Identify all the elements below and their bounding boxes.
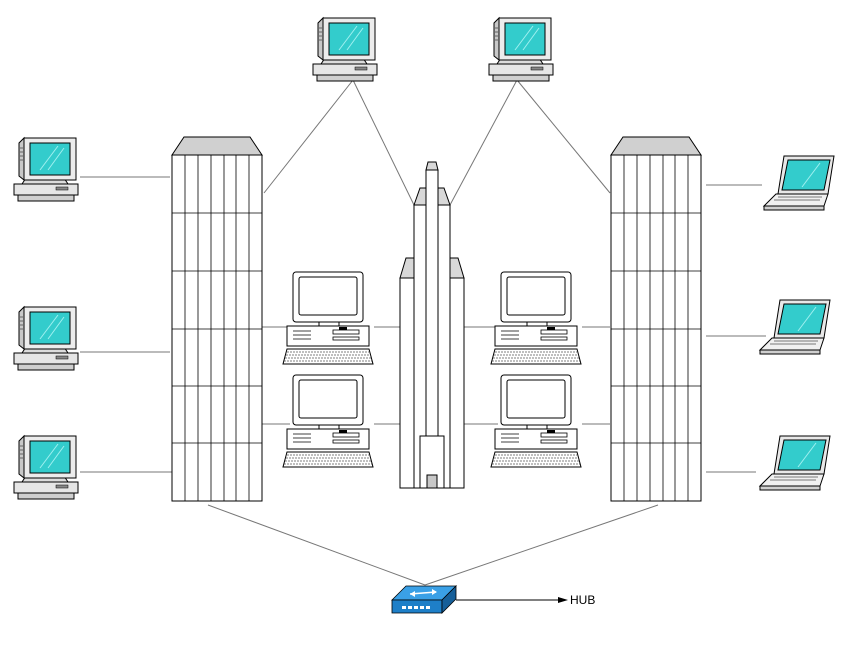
office-tower-icon	[171, 136, 263, 502]
workstation-pc-icon	[490, 271, 582, 365]
crt-monitor-icon	[13, 306, 79, 371]
hub-label: HUB	[570, 593, 596, 607]
workstation-pc-icon	[282, 271, 374, 365]
connection-lines	[80, 79, 766, 586]
network-hub-icon	[391, 585, 457, 614]
workstation-pc-icon	[490, 374, 582, 468]
crt-monitor-icon	[312, 17, 378, 82]
crt-monitor-icon	[13, 137, 79, 202]
laptop-icon	[759, 435, 831, 491]
laptop-icon	[763, 155, 835, 211]
laptop-icon	[759, 299, 831, 355]
skyscraper-icon	[399, 161, 465, 489]
workstation-pc-icon	[282, 374, 374, 468]
hub-arrow	[456, 597, 568, 603]
office-tower-icon	[610, 136, 702, 502]
crt-monitor-icon	[13, 435, 79, 500]
crt-monitor-icon	[488, 17, 554, 82]
